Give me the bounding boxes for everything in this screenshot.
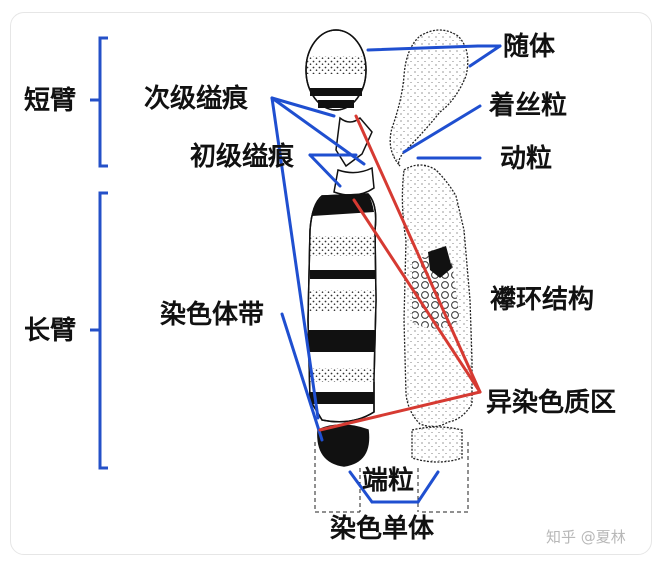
left-chromatid <box>305 29 377 467</box>
label-primary-constriction: 初级缢痕 <box>190 142 295 172</box>
label-long-arm: 长臂 <box>24 316 77 346</box>
red-pointers <box>318 114 482 432</box>
label-chromosome-band: 染色体带 <box>160 300 265 330</box>
long-arm-bracket <box>90 191 108 470</box>
label-kinetochore: 动粒 <box>500 144 553 174</box>
chromatid-dashed-frames <box>314 442 469 513</box>
label-chromatid: 染色单体 <box>330 514 435 544</box>
label-secondary-constriction: 次级缢痕 <box>144 84 249 114</box>
watermark: 知乎 @夏林 <box>546 528 626 546</box>
label-satellite: 随体 <box>503 32 556 62</box>
right-chromatid <box>389 29 473 463</box>
fuzzy-tail <box>411 426 463 463</box>
label-centromere: 着丝粒 <box>489 91 568 121</box>
label-telomere: 端粒 <box>362 466 415 496</box>
blue-pointers <box>270 44 502 504</box>
label-short-arm: 短臂 <box>24 86 77 116</box>
fuzzy-upper-arm <box>389 29 469 167</box>
telomere-cap <box>317 424 370 467</box>
label-heterochromatin-region: 异染色质区 <box>486 388 617 418</box>
label-chromomere-structure: 襻环结构 <box>490 285 595 315</box>
short-arm-bracket <box>90 36 108 168</box>
